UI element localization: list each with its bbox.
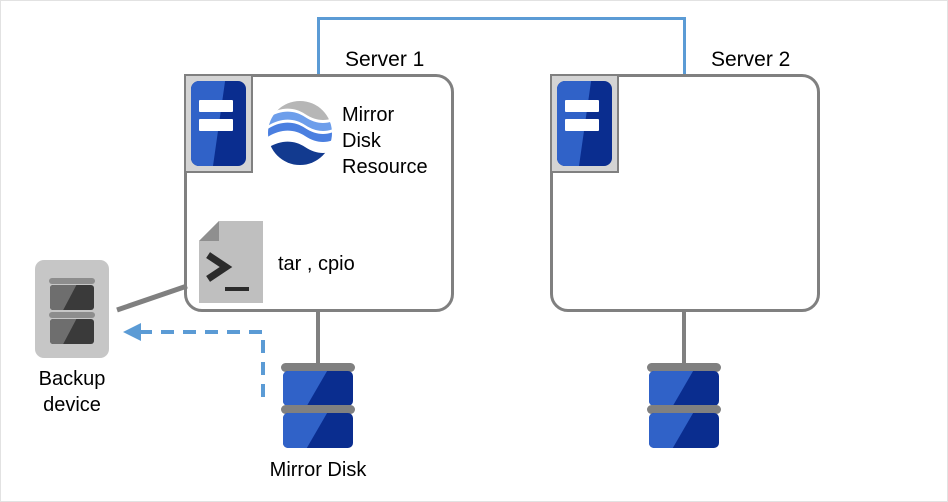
- disk-cap-middle: [281, 405, 355, 414]
- backup-body-bottom: [50, 319, 94, 344]
- mirror-disk-resource-label-line2: Disk: [342, 130, 381, 152]
- disk-cap-middle: [647, 405, 721, 414]
- interconnect-left-segment: [317, 17, 320, 75]
- script-terminal-icon: [199, 221, 263, 303]
- backup-tools-label: tar , cpio: [278, 253, 355, 275]
- server2-icon: [550, 74, 619, 173]
- disk-body-bottom: [283, 413, 353, 448]
- backup-device-label-line1: Backup: [38, 368, 106, 390]
- interconnect-top-segment: [317, 17, 686, 20]
- mirror-disk-resource-logo-icon: [267, 100, 333, 166]
- mirror-disk-label: Mirror Disk: [269, 459, 367, 481]
- disk-body-top: [283, 371, 353, 406]
- backup-device-wire: [116, 283, 188, 313]
- server-icon-bar-bottom: [564, 119, 599, 132]
- server1-icon: [184, 74, 253, 173]
- server2-title: Server 2: [711, 48, 791, 71]
- server1-title: Server 1: [345, 48, 425, 71]
- backup-device-label-line2: device: [43, 394, 101, 416]
- mirror-disk-stack-icon: [281, 363, 355, 453]
- mirror-disk-resource-label-line3: Resource: [342, 156, 428, 178]
- backup-body-top: [50, 285, 94, 310]
- backup-cap-top: [49, 278, 95, 284]
- server-icon-bar-bottom: [198, 119, 233, 132]
- interconnect-right-segment: [683, 17, 686, 75]
- disk-cap-top: [281, 363, 355, 372]
- backup-cap-middle: [49, 312, 95, 318]
- backup-flow-arrowhead-icon: [123, 323, 141, 341]
- mirror-disk-resource-label-line1: Mirror: [342, 104, 395, 126]
- disk-body-top: [649, 371, 719, 406]
- server1-disk-connector: [316, 312, 320, 366]
- disk-body-bottom: [649, 413, 719, 448]
- disk-cap-top: [647, 363, 721, 372]
- backup-device-icon: [35, 260, 109, 358]
- server2-disk-connector: [682, 312, 686, 366]
- server-icon-bar-top: [198, 99, 233, 112]
- server-icon-bar-top: [564, 99, 599, 112]
- server2-disk-stack-icon: [647, 363, 721, 453]
- backup-flow-dashed-path: [129, 330, 265, 397]
